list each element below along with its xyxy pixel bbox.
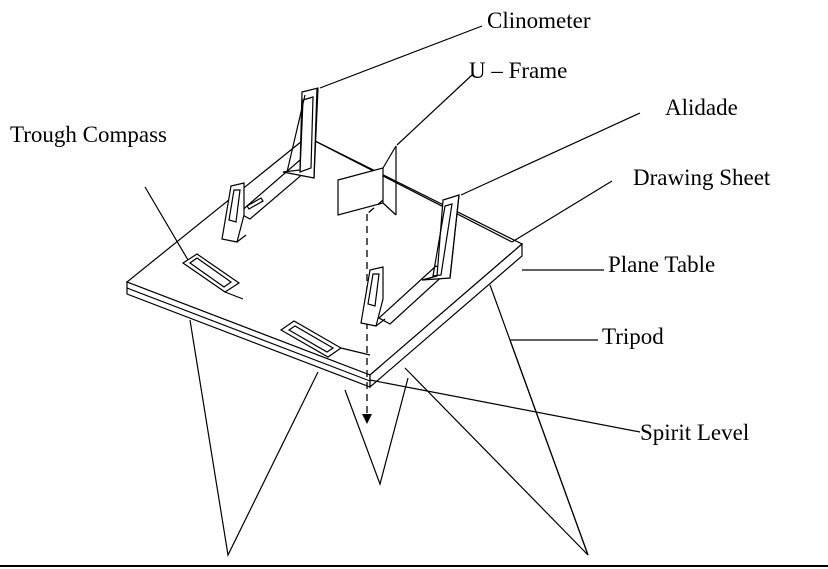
label-clinometer: Clinometer	[487, 8, 591, 33]
trough-compass	[181, 253, 244, 300]
tripod	[189, 284, 589, 557]
label-u-frame: U – Frame	[469, 58, 567, 83]
clinometer-alidade	[221, 87, 319, 243]
spirit-level	[279, 320, 371, 358]
label-drawing-sheet: Drawing Sheet	[633, 165, 771, 190]
label-plane-table: Plane Table	[608, 252, 715, 277]
alidade	[360, 194, 460, 327]
label-trough-compass: Trough Compass	[10, 122, 167, 147]
leader-lines	[144, 25, 641, 433]
label-spirit-level: Spirit Level	[640, 420, 749, 445]
label-tripod: Tripod	[602, 324, 664, 349]
label-alidade: Alidade	[665, 95, 738, 120]
drawing-sheet-outline	[306, 136, 513, 243]
